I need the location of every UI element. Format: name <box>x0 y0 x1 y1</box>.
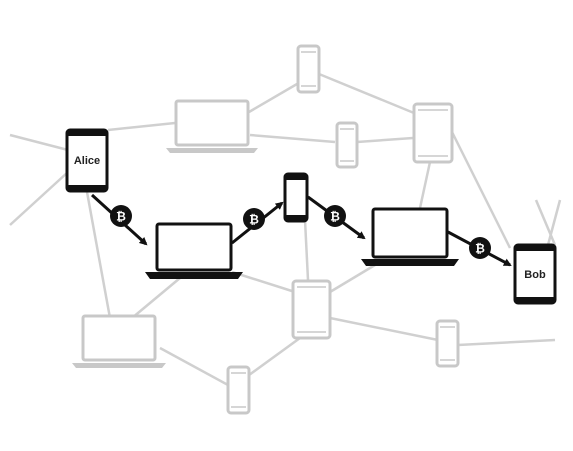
tablet-icon <box>412 102 454 164</box>
svg-text:₿: ₿ <box>475 242 485 256</box>
tablet-icon <box>291 279 332 340</box>
phone-icon <box>226 365 251 415</box>
bitcoin-icon: ₿ <box>324 205 346 227</box>
phone-icon <box>283 172 309 223</box>
phone-icon <box>435 319 460 368</box>
laptop-icon <box>361 207 459 266</box>
bitcoin-coins: ₿ ₿ ₿ ₿ <box>110 205 491 259</box>
svg-text:₿: ₿ <box>249 213 259 227</box>
phone-icon <box>296 44 321 94</box>
alice-tablet-icon: Alice <box>65 128 109 193</box>
inactive-devices <box>72 44 460 415</box>
bitcoin-icon: ₿ <box>110 205 132 227</box>
phone-icon <box>335 121 359 169</box>
laptop-icon <box>72 314 166 368</box>
laptop-icon <box>166 99 258 153</box>
alice-label: Alice <box>74 155 100 167</box>
bob-tablet-icon: Bob <box>513 243 557 305</box>
active-devices: Alice Bob <box>65 128 557 305</box>
laptop-icon <box>145 222 243 279</box>
network-links <box>9 72 562 387</box>
svg-text:₿: ₿ <box>330 210 340 224</box>
bitcoin-icon: ₿ <box>469 237 491 259</box>
svg-text:₿: ₿ <box>116 210 126 224</box>
bitcoin-icon: ₿ <box>243 208 265 230</box>
bob-label: Bob <box>524 269 546 281</box>
